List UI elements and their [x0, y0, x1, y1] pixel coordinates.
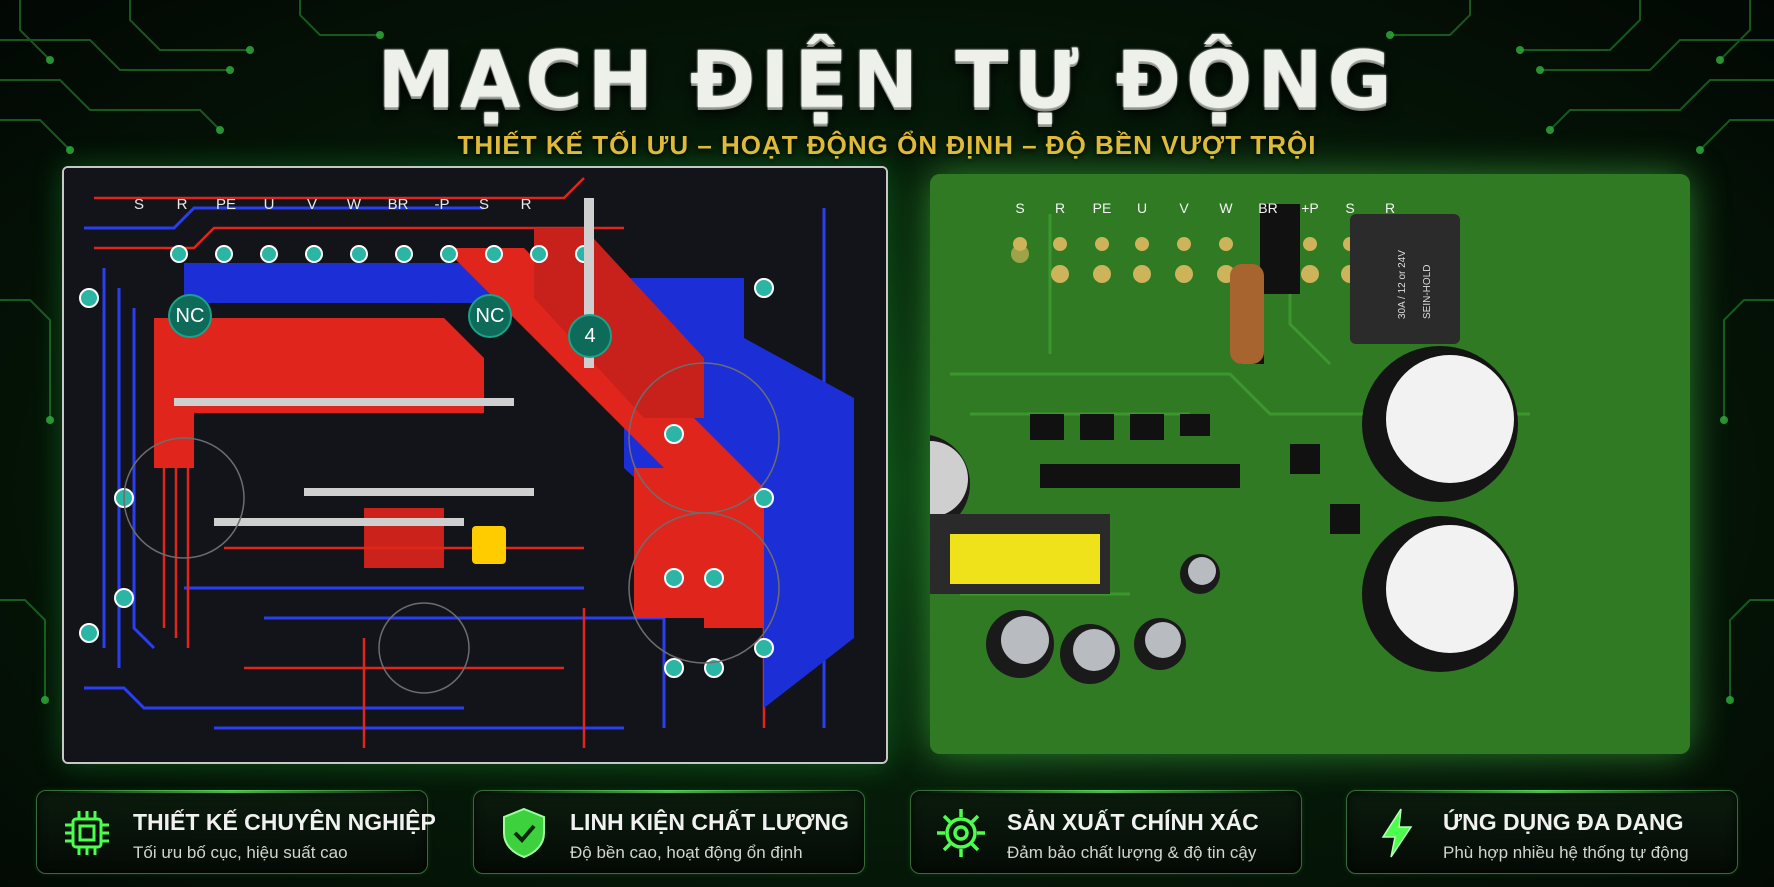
terminal-label: W: [1219, 200, 1233, 216]
terminal-label: -P: [434, 196, 450, 213]
relay-rating-label: 30A / 12 or 24V: [1397, 250, 1408, 319]
feature-title: ỨNG DỤNG ĐA DẠNG: [1443, 809, 1684, 835]
terminal-label: V: [306, 196, 318, 213]
shield-icon: [503, 807, 545, 859]
terminal-label: BR: [387, 196, 409, 213]
pcb-board-render: S R PE U V W BR +P S R 30A / 12 or 24V S…: [930, 174, 1690, 754]
pcb-layout-artwork: [64, 168, 886, 762]
feature-desc: Phù hợp nhiều hệ thống tự động: [1443, 843, 1689, 862]
lightning-icon: [1381, 808, 1413, 858]
feature-card-applications: ỨNG DỤNG ĐA DẠNG Phù hợp nhiều hệ thống …: [1346, 790, 1738, 874]
terminal-label: U: [263, 196, 275, 213]
terminal-label: S: [478, 196, 490, 213]
terminal-label: S: [1345, 200, 1355, 216]
feature-cards: THIẾT KẾ CHUYÊN NGHIỆP Tối ưu bố cục, hi…: [36, 790, 1738, 874]
feature-title: SẢN XUẤT CHÍNH XÁC: [1007, 809, 1259, 835]
pcb-board-artwork: [930, 174, 1690, 754]
feature-card-manufacturing: SẢN XUẤT CHÍNH XÁC Đảm bảo chất lượng & …: [910, 790, 1302, 874]
terminal-label: +P: [1301, 200, 1319, 216]
pcb-marker-nc: NC: [468, 294, 512, 338]
gear-icon: [937, 809, 985, 857]
terminal-label: W: [346, 196, 362, 213]
feature-desc: Đảm bảo chất lượng & độ tin cậy: [1007, 843, 1257, 862]
feature-title: THIẾT KẾ CHUYÊN NGHIỆP: [133, 809, 436, 835]
feature-card-components: LINH KIỆN CHẤT LƯỢNG Độ bền cao, hoạt độ…: [473, 790, 865, 874]
terminal-label: R: [520, 196, 532, 213]
terminal-label: U: [1136, 200, 1148, 216]
chip-icon: [65, 811, 109, 855]
pcb-marker-nc: NC: [168, 294, 212, 338]
terminal-label: BR: [1258, 200, 1278, 216]
feature-title: LINH KIỆN CHẤT LƯỢNG: [570, 809, 849, 835]
terminal-label: S: [133, 196, 145, 213]
feature-card-design: THIẾT KẾ CHUYÊN NGHIỆP Tối ưu bố cục, hi…: [36, 790, 436, 874]
terminal-label: R: [1384, 200, 1396, 216]
terminal-label: PE: [215, 196, 237, 213]
feature-desc: Độ bền cao, hoạt động ổn định: [570, 843, 803, 862]
banner-subtitle: THIẾT KẾ TỐI ƯU – HOẠT ĐỘNG ỔN ĐỊNH – ĐỘ…: [457, 130, 1317, 160]
terminal-label: V: [1179, 200, 1189, 216]
relay-brand-label: SEIN-HOLD: [1422, 264, 1433, 319]
pcb-layout-render: S R PE U V W BR -P S R NC NC 4: [62, 166, 888, 764]
terminal-label: R: [176, 196, 188, 213]
pcb-marker-4: 4: [568, 314, 612, 358]
terminal-label: PE: [1092, 200, 1112, 216]
terminal-label: S: [1015, 200, 1025, 216]
banner-title: MẠCH ĐIỆN TỰ ĐỘNG: [377, 36, 1397, 126]
feature-desc: Tối ưu bố cục, hiệu suất cao: [133, 843, 348, 862]
terminal-label: R: [1054, 200, 1066, 216]
